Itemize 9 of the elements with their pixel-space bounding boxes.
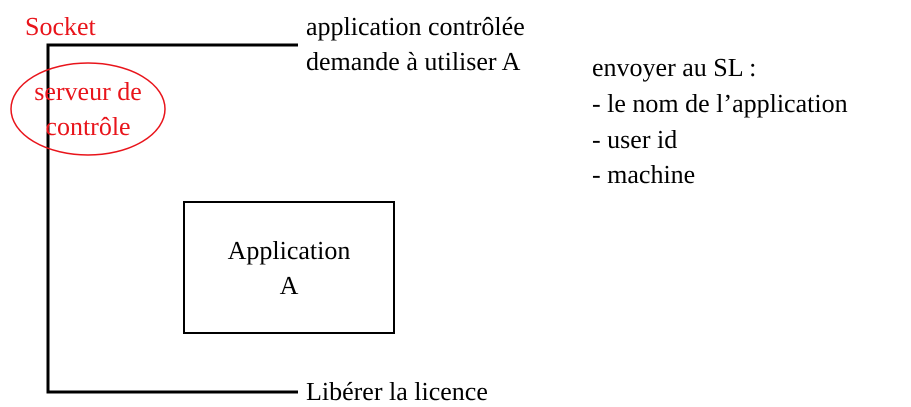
list-heading: envoyer au SL :: [592, 52, 756, 84]
event-label: application contrôlée demande à utiliser A: [306, 11, 526, 78]
socket-label: Socket: [25, 11, 96, 43]
list-item: - le nom de l’application: [592, 88, 848, 120]
event-label: Libérer la licence: [306, 376, 488, 407]
application-box: [183, 201, 395, 334]
list-item: - user id: [592, 124, 678, 156]
list-item: - machine: [592, 159, 696, 191]
node-label: Application A: [226, 234, 352, 302]
